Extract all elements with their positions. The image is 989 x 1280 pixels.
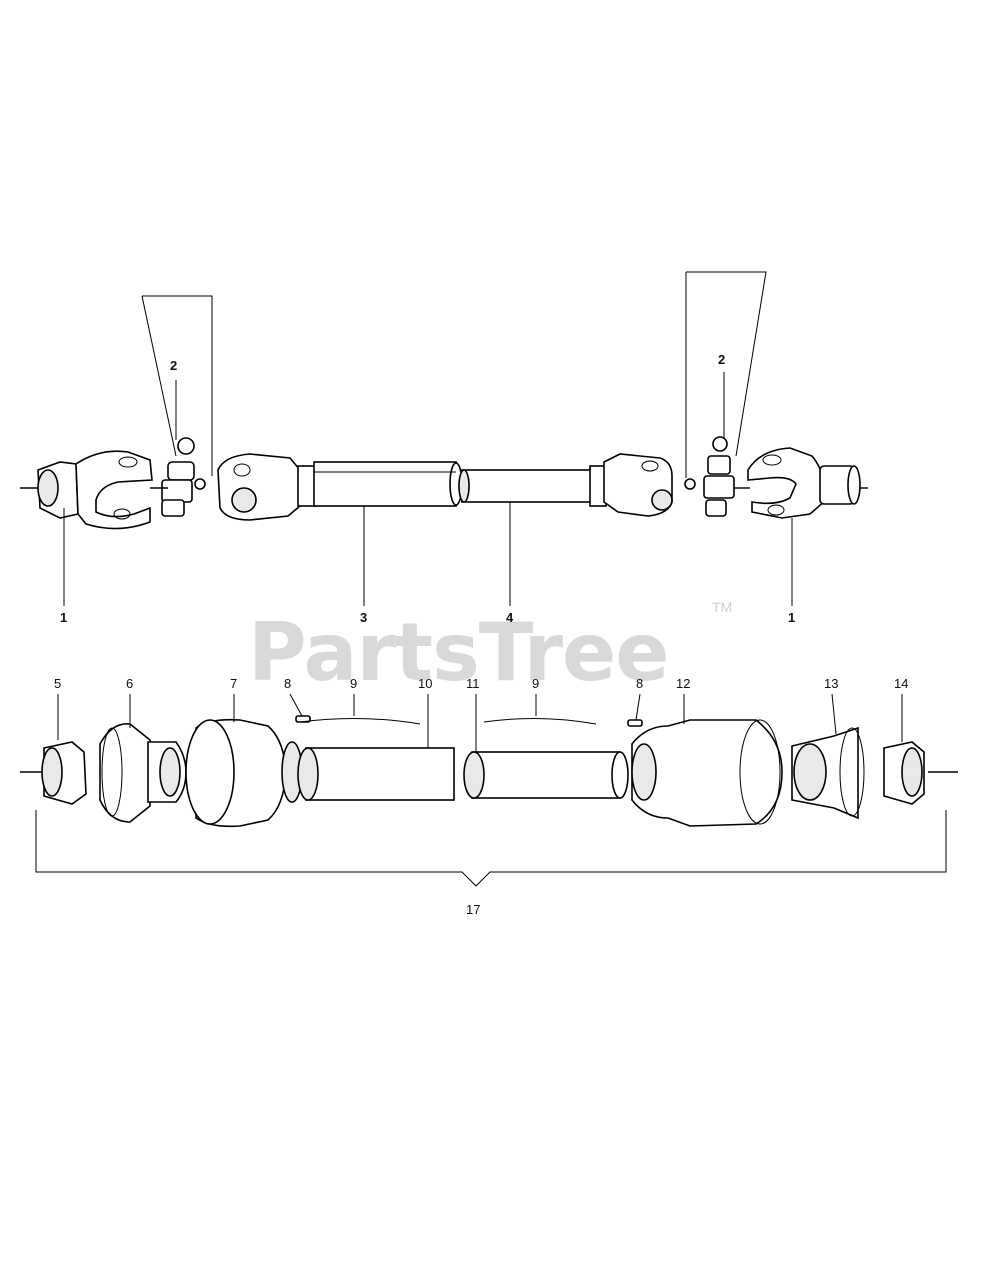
right-guard-bell bbox=[631, 719, 783, 827]
inner-guard-tube bbox=[463, 751, 629, 799]
callout-8-right: 8 bbox=[636, 676, 643, 691]
callout-5: 5 bbox=[54, 676, 61, 691]
callout-7: 7 bbox=[230, 676, 237, 691]
callout-13: 13 bbox=[824, 676, 838, 691]
left-chain bbox=[299, 717, 421, 725]
callout-6: 6 bbox=[126, 676, 133, 691]
callout-4: 4 bbox=[506, 610, 514, 625]
right-screw bbox=[627, 719, 643, 727]
bottom-guard-assembly bbox=[20, 693, 958, 887]
outer-guard-tube bbox=[297, 747, 455, 801]
callout-17: 17 bbox=[466, 902, 480, 917]
watermark-trademark: TM bbox=[712, 599, 732, 615]
callout-9-right: 9 bbox=[532, 676, 539, 691]
right-yoke bbox=[747, 447, 861, 519]
inner-tube-section bbox=[458, 453, 673, 517]
callout-1-right: 1 bbox=[788, 610, 795, 625]
watermark-text: PartsTree bbox=[248, 606, 669, 699]
top-driveshaft-assembly bbox=[20, 271, 868, 606]
left-cross-bearing bbox=[150, 437, 206, 517]
right-cone bbox=[791, 726, 865, 820]
callout-9-left: 9 bbox=[350, 676, 357, 691]
callout-11: 11 bbox=[466, 676, 480, 691]
callout-8-left: 8 bbox=[284, 676, 291, 691]
callout-10: 10 bbox=[418, 676, 432, 691]
right-chain bbox=[483, 717, 597, 725]
callout-2-right: 2 bbox=[718, 352, 725, 367]
assembly-bracket bbox=[35, 810, 947, 887]
callout-3: 3 bbox=[360, 610, 367, 625]
left-yoke bbox=[37, 450, 153, 530]
callout-12: 12 bbox=[676, 676, 690, 691]
right-bearing-ring bbox=[883, 741, 925, 805]
callout-2-left: 2 bbox=[170, 358, 177, 373]
callout-1-left: 1 bbox=[60, 610, 67, 625]
left-bearing-ring bbox=[41, 741, 87, 805]
callout-14: 14 bbox=[894, 676, 908, 691]
right-cross-bearing bbox=[684, 436, 750, 517]
left-cone bbox=[99, 723, 187, 823]
left-guard-bell bbox=[185, 718, 303, 828]
outer-tube-section bbox=[217, 453, 463, 521]
